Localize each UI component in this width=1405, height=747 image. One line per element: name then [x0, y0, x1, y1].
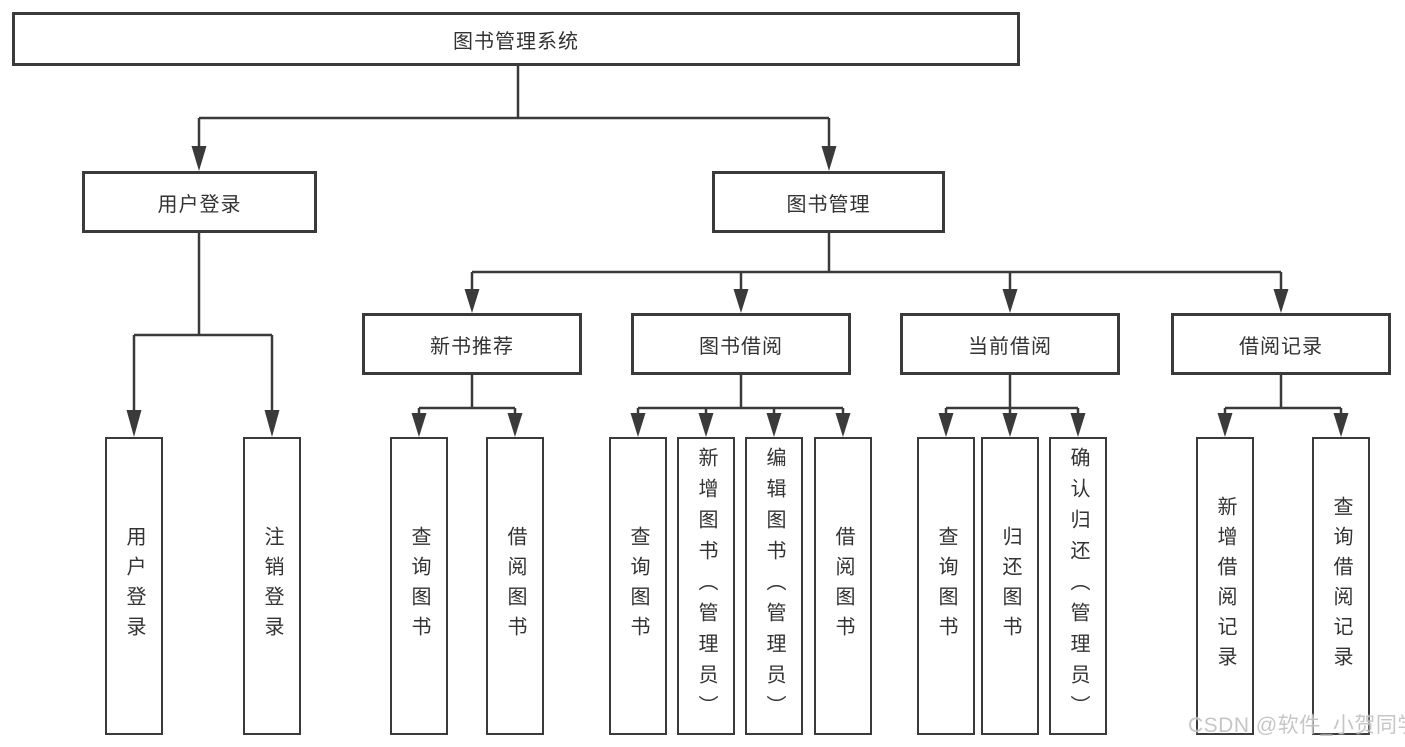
leaf-add-borrow-record: 新增借阅记录	[1196, 437, 1254, 735]
leaf-logout: 注销登录	[243, 437, 301, 735]
node-current-borrow: 当前借阅	[900, 313, 1120, 375]
leaf-query-books-borrow: 查询图书	[609, 437, 667, 735]
node-book-management: 图书管理	[712, 171, 945, 233]
leaf-query-books-borrow-label: 查询图书	[627, 526, 649, 646]
leaf-borrow-books-borrow-label: 借阅图书	[832, 526, 854, 646]
leaf-edit-books-admin: 编辑图书（管理员）	[745, 437, 803, 735]
node-new-book-recommend: 新书推荐	[362, 313, 582, 375]
node-root-system: 图书管理系统	[12, 12, 1020, 66]
node-borrow-records: 借阅记录	[1171, 313, 1391, 375]
leaf-edit-books-admin-label: 编辑图书（管理员）	[763, 446, 785, 726]
leaf-query-books-current-label: 查询图书	[935, 526, 957, 646]
leaf-borrow-books-recommend: 借阅图书	[486, 437, 544, 735]
node-user-login-label: 用户登录	[157, 193, 242, 216]
leaf-return-books-label: 归还图书	[999, 526, 1021, 646]
leaf-query-books-current: 查询图书	[917, 437, 975, 735]
leaf-user-login-label: 用户登录	[123, 526, 145, 646]
leaf-return-books: 归还图书	[981, 437, 1039, 735]
node-user-login: 用户登录	[82, 171, 317, 233]
node-book-borrow-label: 图书借阅	[699, 335, 783, 358]
node-new-book-recommend-label: 新书推荐	[430, 335, 514, 358]
leaf-query-books-recommend: 查询图书	[390, 437, 448, 735]
leaf-query-borrow-record-label: 查询借阅记录	[1330, 496, 1352, 676]
leaf-query-borrow-record: 查询借阅记录	[1312, 437, 1370, 735]
leaf-confirm-return-admin-label: 确认归还（管理员）	[1067, 446, 1089, 726]
leaf-add-borrow-record-label: 新增借阅记录	[1214, 496, 1236, 676]
leaf-borrow-books-borrow: 借阅图书	[814, 437, 872, 735]
leaf-add-books-admin-label: 新增图书（管理员）	[695, 446, 717, 726]
node-book-borrow: 图书借阅	[631, 313, 851, 375]
leaf-logout-label: 注销登录	[261, 526, 283, 646]
leaf-confirm-return-admin: 确认归还（管理员）	[1049, 437, 1107, 735]
leaf-borrow-books-recommend-label: 借阅图书	[504, 526, 526, 646]
node-book-management-label: 图书管理	[786, 193, 871, 216]
leaf-query-books-recommend-label: 查询图书	[408, 526, 430, 646]
node-root-system-label: 图书管理系统	[453, 30, 579, 53]
node-current-borrow-label: 当前借阅	[968, 335, 1052, 358]
node-borrow-records-label: 借阅记录	[1239, 335, 1323, 358]
leaf-add-books-admin: 新增图书（管理员）	[677, 437, 735, 735]
leaf-user-login: 用户登录	[105, 437, 163, 735]
watermark: CSDN @软件_小贺同学	[1188, 714, 1405, 737]
